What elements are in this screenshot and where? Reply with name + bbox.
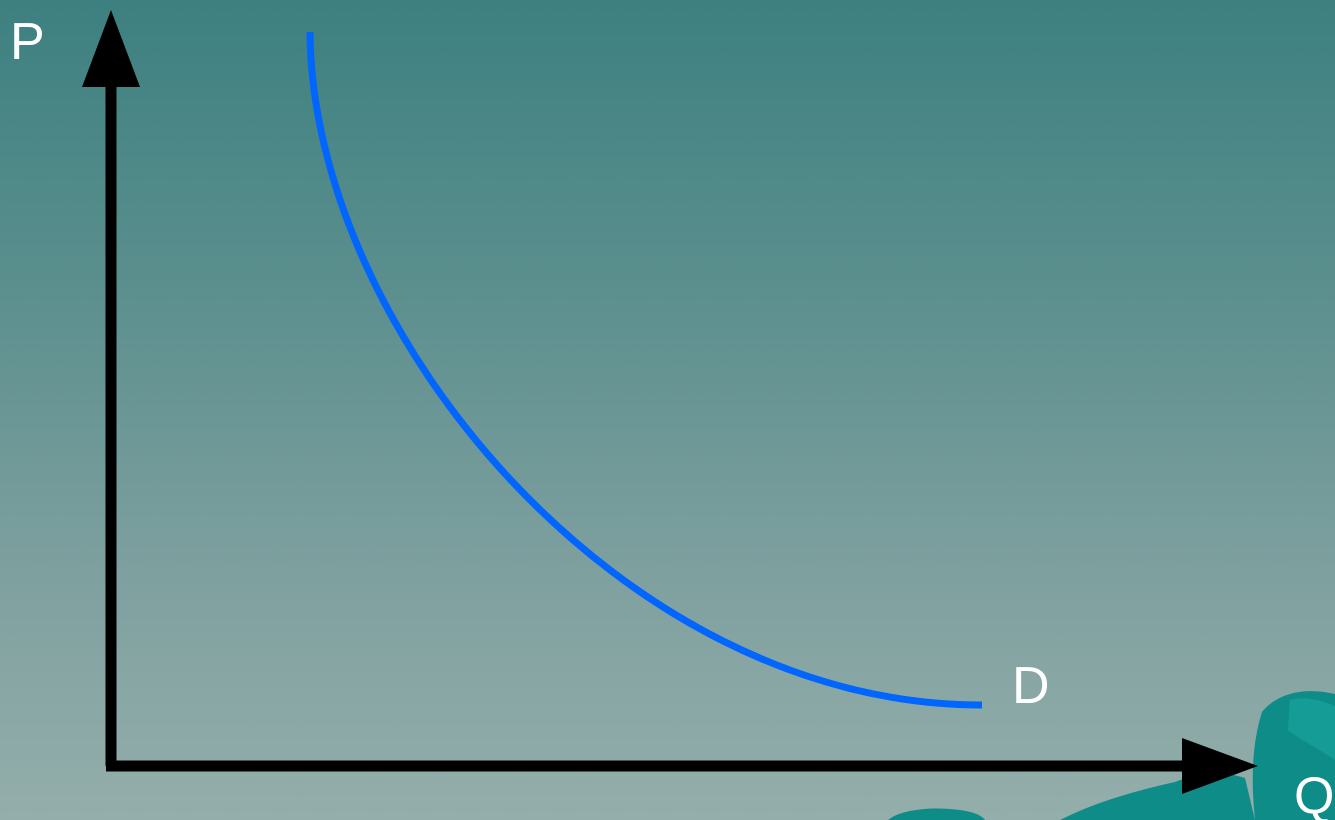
x-axis-arrowhead bbox=[1182, 738, 1258, 794]
x-axis-label: Q bbox=[1294, 767, 1335, 820]
y-axis-arrowhead bbox=[82, 10, 140, 87]
demand-curve-label: D bbox=[1012, 657, 1050, 715]
demand-curve bbox=[306, 31, 983, 709]
decorative-teal-shape bbox=[888, 691, 1335, 820]
y-axis-label: P bbox=[10, 13, 45, 71]
